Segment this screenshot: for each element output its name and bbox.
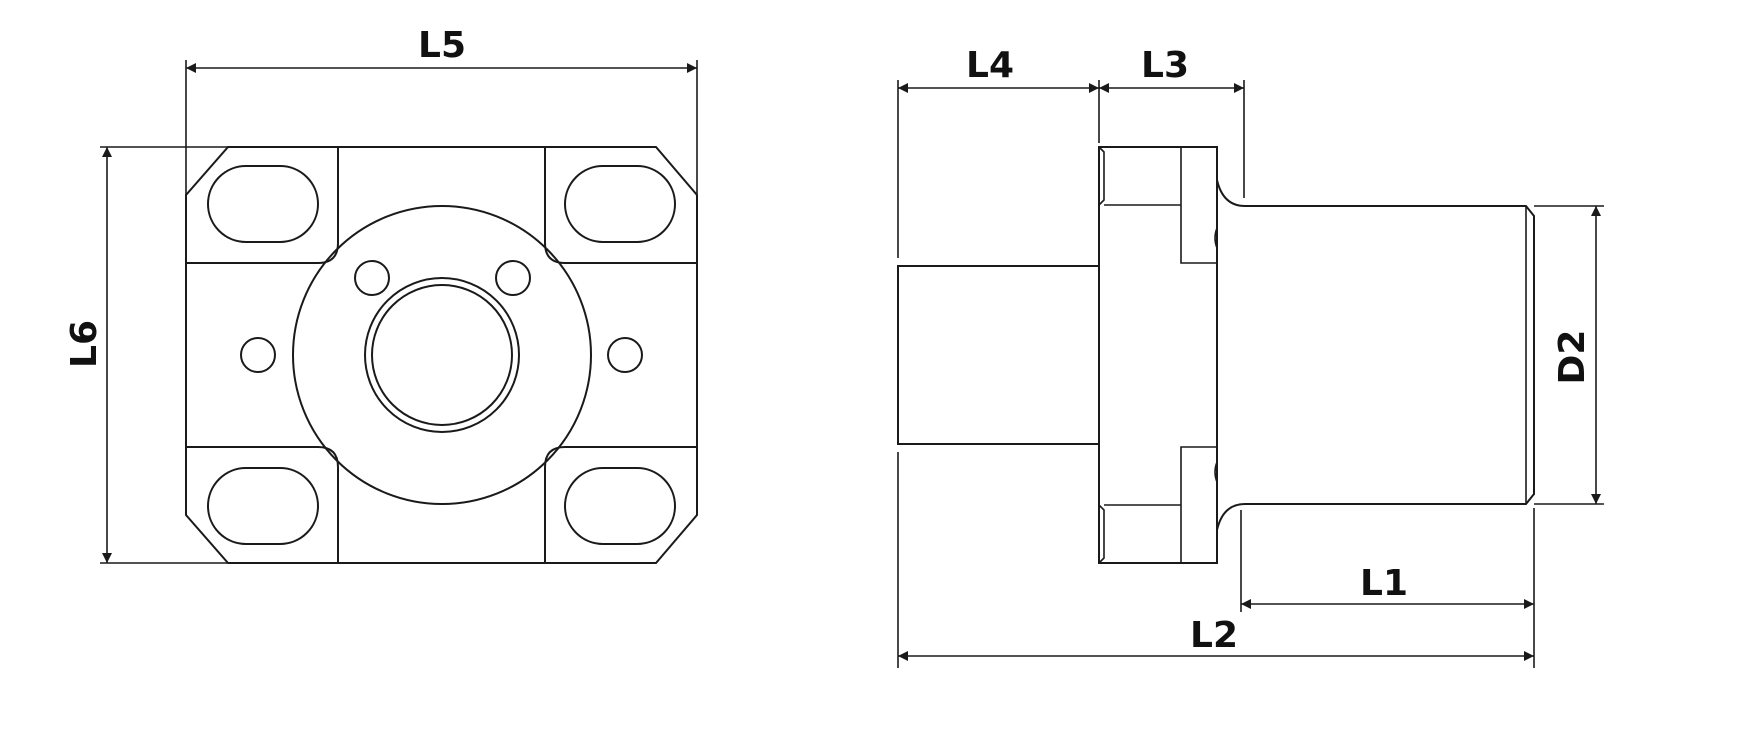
pocket-bottom-left — [186, 446, 339, 563]
slot-bottom-left — [207, 467, 319, 545]
front-view: L5 L6 — [64, 25, 698, 564]
pocket-top-right — [544, 146, 697, 264]
hole-top-left — [354, 260, 390, 296]
l2-label: L2 — [1190, 615, 1238, 656]
l4-label: L4 — [966, 45, 1014, 86]
bore-outer — [364, 277, 520, 433]
hole-top-right — [495, 260, 531, 296]
d2-label: D2 — [1552, 330, 1593, 385]
l1-label: L1 — [1360, 563, 1408, 604]
pocket-top-left — [186, 146, 339, 264]
l5-label: L5 — [418, 25, 466, 66]
front-outline — [185, 146, 698, 564]
slot-top-left — [207, 165, 319, 243]
central-boss — [292, 205, 592, 505]
flange-groove-top — [1098, 146, 1217, 264]
flange-groove-bottom — [1098, 446, 1217, 564]
bore-inner — [371, 284, 513, 426]
slot-top-right — [564, 165, 676, 243]
l6-label: L6 — [64, 320, 105, 368]
hole-right — [607, 337, 643, 373]
hole-left — [240, 337, 276, 373]
body-outline — [1216, 179, 1535, 531]
spigot-left — [897, 265, 1099, 445]
flange-outline — [1098, 146, 1218, 564]
flange-break-top — [1214, 227, 1218, 249]
pocket-bottom-right — [544, 446, 697, 563]
l3-label: L3 — [1141, 45, 1189, 86]
flange-break-bottom — [1214, 461, 1218, 483]
slot-bottom-right — [564, 467, 676, 545]
side-view: L4 L3 D2 L1 L2 — [897, 45, 1604, 668]
